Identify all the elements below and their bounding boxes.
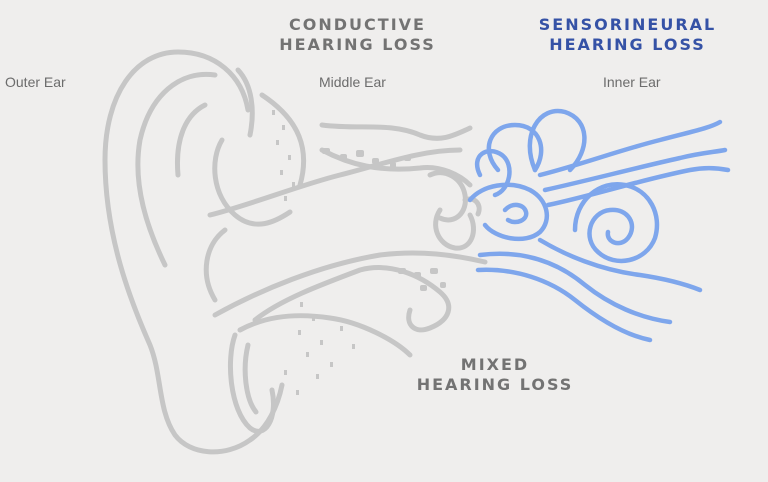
nerve-lower-3	[537, 237, 703, 293]
sensorineural-line2: HEARING LOSS	[549, 35, 706, 54]
nerve-lower-1	[477, 251, 673, 325]
nerve-lower-2	[475, 267, 653, 343]
canal-curve	[203, 227, 228, 303]
ossicle-malleus	[427, 170, 468, 223]
sensorineural-hearing-loss-heading: SENSORINEURAL HEARING LOSS	[530, 15, 725, 55]
mixed-line1: MIXED	[460, 355, 530, 374]
semicircular-canal-2	[527, 108, 587, 173]
bone-texture	[272, 110, 446, 395]
mixed-line2: HEARING LOSS	[416, 375, 574, 394]
inner-ear-label: Inner Ear	[603, 74, 661, 90]
upper-bone	[259, 92, 307, 188]
ear-canal-bottom	[212, 250, 488, 318]
pinna-antihelix	[174, 102, 208, 178]
conductive-line1: CONDUCTIVE	[289, 15, 426, 34]
nerve-2	[542, 147, 728, 193]
pinna-concha	[212, 137, 293, 227]
ossicle-stapes	[462, 196, 482, 217]
conductive-hearing-loss-heading: CONDUCTIVE HEARING LOSS	[270, 15, 445, 55]
pinna-outline	[102, 49, 285, 455]
pinna-helix	[235, 67, 255, 138]
ear-canal-top	[207, 147, 463, 218]
nerve-1	[537, 119, 723, 178]
oval-window	[502, 202, 529, 225]
lobe-inner	[242, 342, 259, 415]
pinna-inner-fold	[135, 71, 218, 268]
vestibule	[467, 182, 550, 242]
nerve-3	[545, 165, 731, 208]
inner-ear	[467, 108, 731, 343]
ossicle-incus	[433, 207, 476, 251]
pinna-lobe-fold	[227, 332, 276, 434]
sensorineural-line1: SENSORINEURAL	[538, 15, 717, 34]
middle-ear-label: Middle Ear	[319, 74, 386, 90]
lower-bone	[252, 265, 452, 333]
outer-ear-label: Outer Ear	[5, 74, 66, 90]
lower-bone-2	[237, 313, 413, 358]
upper-bone-2	[319, 122, 473, 141]
conductive-line2: HEARING LOSS	[279, 35, 436, 54]
mixed-hearing-loss-heading: MIXED HEARING LOSS	[410, 355, 580, 395]
